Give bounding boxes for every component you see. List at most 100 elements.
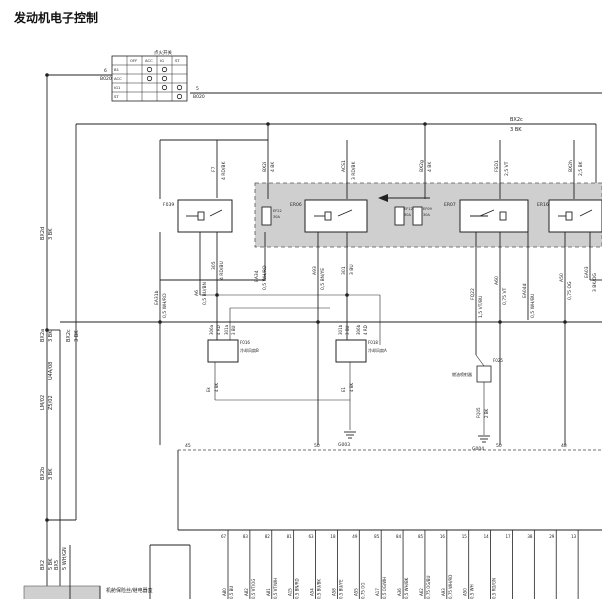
mid-9: A50 — [559, 273, 565, 282]
mid-8-color: 0,5 WH/BU — [530, 294, 536, 318]
comp-0-gnd-color: 4 BK — [214, 382, 219, 392]
left-wire-1-color: 3 BK — [48, 330, 54, 342]
fuse-1-rating: 30A — [404, 213, 411, 217]
ecm-top-pin-0: 45 — [185, 443, 191, 449]
ign-left-code: B020 — [100, 76, 112, 82]
bx2c-top-name: BX2c — [510, 117, 523, 123]
ecm-wire-11: A50 — [463, 588, 468, 596]
mid-6-color: 1,5 VT/BU — [478, 296, 484, 318]
ecm-top-pin-1: 50 — [314, 443, 320, 449]
ecm-pin-12: 14 — [484, 534, 490, 539]
mid-9-color: 0,75 OG — [567, 281, 573, 300]
mid-3: EA34 — [254, 270, 260, 282]
comp-0-id: F016 — [240, 340, 250, 345]
mid-0-color: 0,5 BU/BN — [202, 282, 208, 305]
ecm-wire-7: A17 — [375, 588, 380, 596]
ecm-pin-14: 38 — [527, 534, 533, 539]
mid-4: A93 — [312, 266, 318, 275]
ign-left-pin: 6 — [104, 68, 107, 74]
ecm-pin-8: 84 — [396, 534, 402, 539]
ign-contact-1 — [161, 66, 168, 73]
ground-1: G004 — [472, 446, 484, 452]
ign-right-pin: 5 — [196, 86, 199, 92]
ign-col-1: ACC — [145, 58, 153, 63]
relay-3-code: BX2h — [568, 160, 574, 172]
ecm-top-pin-3: 48 — [561, 443, 567, 449]
wire-labels: BX2c 3 BK BX2d 3 BK BX2a 3 BK BX2c 3 BK … — [40, 68, 598, 594]
ign-contact-6 — [176, 93, 183, 100]
ecm-wire-color-0: 0,5 BU — [229, 586, 234, 599]
mid-2-color: 0,5 WH/RD — [162, 293, 168, 318]
left-wire-2-color: 3 BK — [74, 330, 80, 342]
ecm-wire-4: A54 — [310, 588, 315, 596]
page-title: 发动机电子控制 — [14, 11, 99, 25]
ecm-wire-3: A15 — [288, 588, 293, 596]
fuse-wire-0: BX2i — [262, 162, 268, 172]
ecm-wire-color-6: 0,75 OG — [360, 583, 365, 599]
ecm-wire-color-7: 0,5 OG/WH — [382, 577, 387, 599]
ecm-pin-4: 63 — [309, 534, 315, 539]
ecm-wire-5: A58 — [331, 588, 336, 596]
relay-0-code: F7 — [211, 166, 217, 172]
relay-1-code: ACS1 — [341, 160, 347, 172]
comp-1-id: F018 — [368, 340, 378, 345]
ecm-wire-color-8: 0,5 WH/BK — [404, 577, 409, 599]
ign-row-0: B1 — [114, 67, 120, 72]
ign-col-3: ST — [175, 58, 180, 63]
mid-5-color: 3 BU — [349, 264, 355, 275]
mid-2: EA31b — [154, 290, 160, 305]
low-1: 301a — [224, 324, 229, 335]
ecm-pin-7: 85 — [374, 534, 380, 539]
mid-8: EA04d — [522, 283, 528, 298]
relay-2-color: 2,5 VT — [504, 161, 510, 176]
fuse-0-id: EF22 — [273, 209, 282, 213]
fuse-2-id: EF09 — [423, 207, 432, 211]
low-0: 306a — [209, 324, 214, 335]
left-wire-2: BX2c — [66, 329, 72, 342]
comp-1-gnd-color: 4 BK — [349, 382, 354, 392]
splice-0: LM/02 — [40, 395, 46, 410]
mid-10: EA03 — [584, 266, 590, 278]
mid-1-color: 4 RD/BU — [219, 261, 225, 280]
mid-3-color: 0,5 WH/RD — [262, 265, 268, 290]
bottom-wire-0-color: 5 BK — [48, 558, 54, 570]
ign-col-2: IG — [160, 58, 164, 63]
mid-10-color: 3 BK/OG — [592, 273, 598, 292]
fuse-wire-1: BX2g — [419, 160, 425, 172]
low-3: 306b — [356, 324, 361, 335]
comp-2-gnd-color: 2 BK — [484, 408, 489, 418]
comp-0-gnd: Ek — [206, 386, 211, 392]
module-label: 机舱保险丝/继电器盒 — [106, 587, 153, 594]
bottom-wire-0: BX2 — [40, 560, 46, 570]
relay-0-color: 4 RD/BK — [221, 161, 227, 180]
ign-row-3: ST — [114, 94, 119, 99]
ground-0: G003 — [338, 442, 350, 448]
relay-1-color: 3 RD/BK — [351, 161, 357, 180]
ecm-pin-10: 16 — [440, 534, 446, 539]
ign-right-code: B020 — [193, 94, 205, 100]
relay-1-id: ER06 — [290, 202, 302, 208]
fuse-2-rating: 30A — [423, 213, 430, 217]
low-2-color: 3 BU — [345, 325, 350, 335]
relay-3-color: 2,5 BK — [578, 160, 584, 176]
ecm-wire-color-2: 0,5 VT/WH — [273, 578, 278, 599]
ecm-pin-2: 82 — [265, 534, 271, 539]
ecm-pin-3: 81 — [287, 534, 293, 539]
ecm-pin-11: 15 — [462, 534, 468, 539]
ecm-pin-0: 67 — [221, 534, 227, 539]
low-0-color: 4 RD — [216, 325, 221, 335]
ecm-wire-color-11: 0,5 WH — [470, 584, 475, 599]
ign-contact-2 — [146, 75, 153, 82]
ecm-wire-color-3: 0,5 BN/RD — [295, 578, 300, 599]
ecm-wire-0: A80 — [222, 588, 227, 596]
bx2c-top-color: 3 BK — [510, 127, 522, 133]
ign-contact-3 — [161, 75, 168, 82]
ecm-pin-15: 29 — [549, 534, 555, 539]
ecm-wire-1: A82 — [244, 588, 249, 596]
comp-2-label: 燃油喷射器 — [452, 371, 472, 377]
comp-0-label: 冷却风扇B — [240, 347, 259, 353]
mid-1: 305 — [211, 261, 217, 270]
ecm-wire-color-5: 0,5 BU/YE — [338, 579, 343, 599]
relay-2-code: FSD1 — [494, 160, 500, 172]
